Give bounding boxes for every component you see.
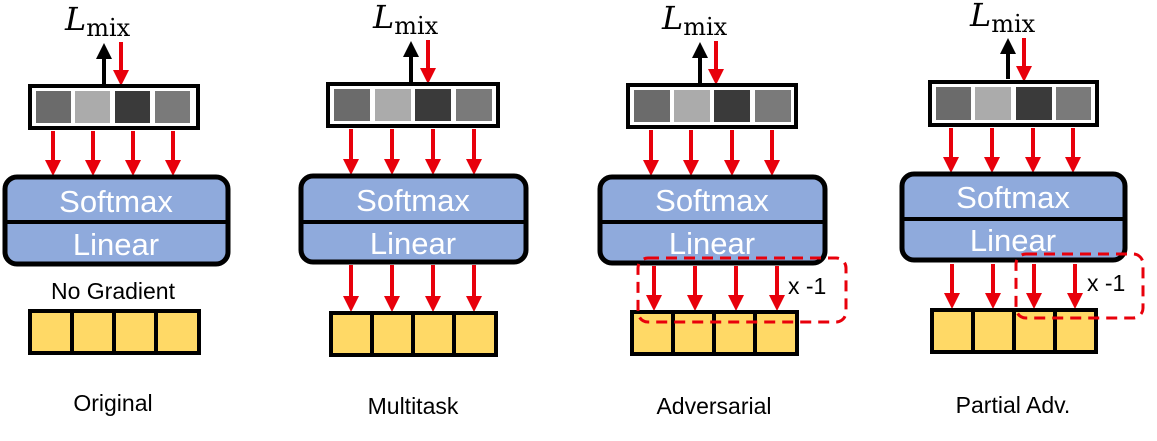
- no-gradient-label: No Gradient: [51, 278, 176, 304]
- output-cell: [936, 87, 971, 120]
- loss-label: Lmix: [64, 0, 131, 42]
- reverse-label: x -1: [1087, 270, 1125, 296]
- loss-label: Lmix: [969, 0, 1036, 38]
- output-cell: [634, 90, 670, 122]
- panel-partial-adv: Lmix Softmax Linear x -1 Partial Adv.: [899, 0, 1145, 418]
- output-cell: [975, 87, 1011, 120]
- loss-label: Lmix: [372, 0, 439, 40]
- softmax-label: Softmax: [956, 180, 1070, 215]
- panel-caption: Multitask: [368, 393, 459, 419]
- output-cell: [1056, 87, 1091, 120]
- panel-adversarial: Lmix Softmax Linear x -1 Adversarial: [597, 0, 848, 419]
- output-cell: [1016, 87, 1052, 120]
- linear-label: Linear: [73, 227, 159, 262]
- linear-label: Linear: [970, 223, 1056, 258]
- output-cell: [456, 89, 492, 121]
- panel-original: Lmix Softmax Linear No Gradient Original: [2, 0, 231, 416]
- softmax-label: Softmax: [356, 183, 470, 218]
- output-cell: [714, 90, 750, 122]
- classifier-head: [298, 173, 529, 265]
- panel-caption: Adversarial: [656, 393, 771, 419]
- output-cell: [75, 91, 110, 123]
- panel-caption: Partial Adv.: [956, 392, 1071, 418]
- output-cell: [415, 89, 451, 121]
- reversal-region: [1014, 252, 1145, 320]
- linear-label: Linear: [370, 226, 456, 261]
- panel-caption: Original: [73, 390, 152, 416]
- output-cell: [36, 91, 71, 123]
- output-cell: [115, 91, 150, 123]
- output-cell: [674, 90, 710, 122]
- reversal-region: [636, 256, 848, 324]
- loss-label: Lmix: [661, 0, 728, 41]
- reverse-label: x -1: [788, 273, 826, 299]
- output-cell: [155, 91, 190, 123]
- output-cell: [755, 90, 791, 122]
- linear-label: Linear: [669, 226, 755, 261]
- softmax-label: Softmax: [59, 184, 173, 219]
- output-cell: [334, 89, 370, 121]
- softmax-label: Softmax: [655, 183, 769, 218]
- output-cell: [375, 89, 411, 121]
- panel-multitask: Lmix Softmax Linear Multitask: [298, 0, 529, 419]
